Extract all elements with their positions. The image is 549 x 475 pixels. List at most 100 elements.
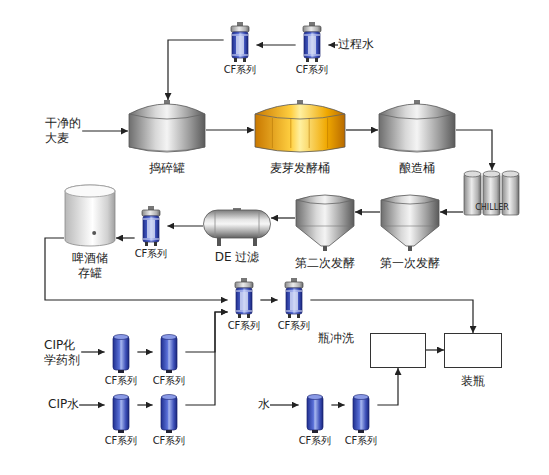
unit-label: 装瓶	[461, 374, 485, 389]
shape-part	[215, 211, 259, 237]
unit-label: 干净的 大麦	[45, 116, 82, 146]
unit-label: CF系列	[105, 435, 138, 448]
mash-tank-shape	[128, 100, 206, 156]
flow-arrow	[137, 404, 152, 405]
cf-filter-shape	[233, 278, 255, 318]
shape-part	[118, 370, 124, 373]
shape-part	[145, 242, 148, 246]
shape-part	[129, 104, 205, 152]
shape-part	[408, 246, 412, 251]
shape-part	[241, 278, 247, 282]
shape-part	[297, 100, 303, 104]
shape-part	[308, 36, 316, 54]
cf-filter-shape	[140, 206, 162, 246]
connector-group	[45, 40, 492, 405]
cf-filter: CF系列	[299, 393, 332, 448]
flow-arrow	[167, 225, 203, 226]
cf-filter: CF系列	[278, 278, 311, 333]
flow-arrow	[456, 130, 492, 170]
flow-arrow	[206, 129, 254, 130]
unit-label: 水	[258, 397, 270, 412]
source-label: CIP化 学药剂	[44, 338, 81, 368]
cf-filter-shape	[352, 393, 370, 433]
shape-part	[272, 118, 327, 148]
shape-part	[296, 200, 354, 204]
malt-tank: 麦芽发酵桶	[254, 100, 346, 176]
flow-arrow	[310, 300, 473, 333]
shape-part	[154, 242, 157, 246]
shape-part	[255, 114, 345, 119]
shape-part	[323, 246, 327, 251]
flow-arrow	[331, 404, 344, 405]
shape-part	[113, 336, 129, 370]
shape-part	[296, 195, 354, 246]
unit-label: CF系列	[105, 375, 138, 388]
shape-part	[286, 291, 302, 311]
unit-label: 第一次发酵	[380, 256, 440, 271]
unit-label: CF系列	[153, 435, 186, 448]
shape-part	[166, 370, 172, 373]
shape-part	[204, 210, 271, 238]
shape-part	[129, 147, 205, 151]
shape-part	[353, 396, 369, 430]
shape-part	[234, 58, 237, 62]
shape-part	[65, 185, 115, 197]
flow-arrow	[185, 312, 227, 405]
unit-label: 过程水	[338, 37, 374, 52]
cf-filter-shape	[160, 393, 178, 433]
shape-part	[285, 282, 303, 288]
unit-label: CF系列	[228, 320, 261, 333]
cf-filter: CF系列	[153, 393, 186, 448]
cf-filter-shape	[160, 333, 178, 373]
shape-part	[312, 430, 318, 433]
unit-label: CF系列	[224, 64, 257, 77]
de-filter-tank: DE 过滤	[203, 208, 271, 265]
unit-label: 第二次发酵	[295, 256, 355, 271]
unit-label: CF系列	[135, 248, 168, 261]
unit-label: 酿造桶	[399, 161, 435, 176]
flow-arrow	[81, 351, 104, 352]
shape-part	[379, 114, 455, 119]
shape-part	[243, 58, 246, 62]
shape-part	[161, 335, 176, 340]
brew-tank: 酿造桶	[378, 100, 456, 176]
flow-arrow	[271, 217, 295, 218]
unit-label: DE 过滤	[215, 250, 260, 265]
shape-part	[353, 395, 368, 400]
shape-part	[304, 35, 320, 55]
shape-part	[161, 396, 177, 430]
shape-part	[148, 206, 154, 210]
shape-part	[247, 314, 250, 318]
flow-arrow	[82, 130, 128, 131]
shape-part	[414, 100, 420, 104]
unit-label: 麦芽发酵桶	[270, 161, 330, 176]
shape-part	[291, 278, 297, 282]
unit-label: CF系列	[153, 375, 186, 388]
flow-arrow	[260, 299, 277, 300]
shape-part	[118, 430, 124, 433]
source-label: 过程水	[338, 37, 374, 52]
shape-part	[113, 335, 128, 340]
station-label: 瓶冲洗	[318, 331, 354, 346]
shape-part	[143, 216, 159, 242]
shape-part	[113, 395, 128, 400]
unit-label: CF系列	[345, 435, 378, 448]
shape-part	[235, 282, 253, 288]
shape-part	[445, 334, 502, 368]
shape-part	[307, 396, 323, 430]
shape-part	[238, 314, 241, 318]
process-box-shape	[444, 333, 502, 368]
shape-part	[306, 58, 309, 62]
storage-tank: 啤酒储 存罐	[64, 183, 116, 281]
fermenter-shape	[380, 193, 440, 251]
flow-arrow	[377, 368, 398, 405]
shape-part	[303, 26, 321, 32]
shape-part	[255, 104, 345, 152]
shape-part	[381, 195, 439, 246]
flow-arrow	[256, 44, 295, 45]
flow-arrow	[168, 40, 224, 100]
unit-label: CHILLER	[475, 203, 509, 213]
cf-filter: CF系列	[224, 22, 257, 77]
flow-arrow	[328, 44, 338, 45]
shape-part	[237, 22, 243, 26]
